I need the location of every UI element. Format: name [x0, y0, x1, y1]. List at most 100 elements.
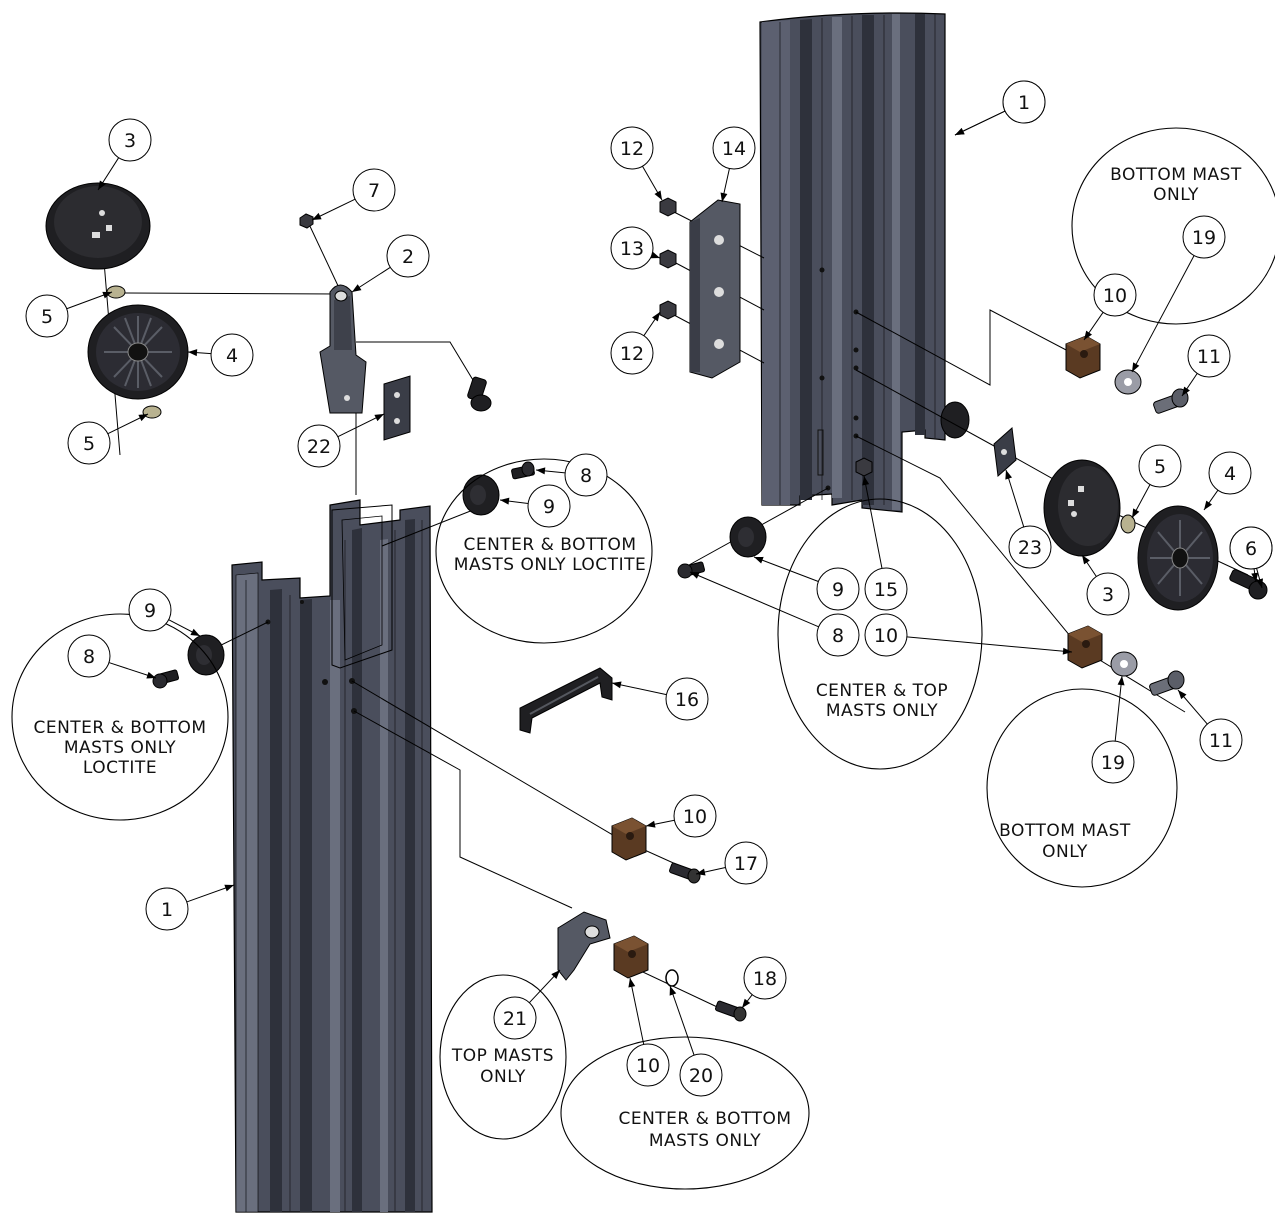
leader-arrowhead	[312, 212, 322, 220]
part-4-pulley-right	[1137, 505, 1219, 611]
leader-line	[753, 556, 819, 582]
balloon-label: 1	[161, 899, 173, 921]
part-21-latch	[557, 911, 611, 981]
left-mast	[231, 499, 433, 1213]
balloon-circle	[816, 567, 860, 611]
part-9-roller-upper	[462, 474, 500, 516]
balloon-circle	[864, 567, 908, 611]
balloon-22: 22	[297, 413, 385, 468]
balloon-circle	[1008, 525, 1052, 569]
balloon-circle	[679, 1053, 723, 1097]
leader-line	[669, 985, 695, 1056]
balloon-11: 11	[1181, 334, 1231, 397]
leader-arrowhead	[955, 127, 965, 135]
balloon-circle	[673, 794, 717, 838]
leader-arrowhead	[188, 349, 198, 357]
part-13-nut	[659, 249, 677, 269]
note-line: BOTTOM MAST	[1110, 165, 1242, 185]
part-11-bolt-lower	[1149, 670, 1185, 696]
part-12-nut-upper	[659, 197, 677, 217]
note-line: LOCTITE	[83, 758, 157, 778]
balloon-4: 4	[1203, 451, 1252, 511]
balloon-circle	[665, 677, 709, 721]
balloon-label: 3	[124, 130, 136, 152]
balloon-label: 9	[543, 496, 555, 518]
balloon-label: 10	[683, 806, 707, 828]
note-line: MASTS ONLY	[649, 1131, 761, 1151]
leader-arrowhead	[1132, 508, 1140, 518]
note-line: CENTER & BOTTOM	[463, 535, 636, 555]
balloon-circle	[67, 634, 111, 678]
balloon-8: 8	[67, 634, 157, 679]
balloon-label: 7	[368, 180, 380, 202]
balloon-2: 2	[351, 234, 430, 293]
leader-arrowhead	[612, 681, 622, 689]
balloon-9: 9	[128, 588, 201, 637]
balloon-20: 20	[669, 985, 723, 1097]
part-5-washer-right	[1120, 514, 1136, 534]
balloon-circle	[352, 168, 396, 212]
part-3-cover-right	[1043, 459, 1121, 557]
leader-line	[1131, 255, 1195, 373]
part-16-handle	[519, 667, 613, 734]
leader-arrowhead	[190, 628, 200, 636]
leader-arrowhead	[146, 671, 156, 679]
leader-arrowhead	[669, 986, 677, 996]
leader-arrowhead	[1062, 647, 1072, 655]
balloon-label: 9	[144, 600, 156, 622]
balloon-11: 11	[1177, 689, 1243, 762]
leader-line	[863, 475, 883, 569]
balloon-label: 21	[503, 1008, 527, 1030]
balloon-circle	[386, 234, 430, 278]
leader-arrowhead	[696, 868, 706, 876]
balloon-12: 12	[610, 311, 661, 375]
balloon-10: 10	[626, 977, 670, 1087]
part-6-bolt-right	[1229, 569, 1268, 600]
note-outlines	[11, 127, 1275, 1190]
balloon-label: 12	[620, 138, 644, 160]
balloon-12: 12	[610, 126, 663, 201]
part-9-roller-right	[729, 516, 767, 558]
balloon-circle	[1002, 80, 1046, 124]
leader-arrowhead	[352, 284, 362, 292]
balloon-label: 15	[874, 579, 898, 601]
balloon-label: 12	[620, 343, 644, 365]
balloon-label: 19	[1101, 752, 1125, 774]
balloon-circle	[610, 331, 654, 375]
leader-arrowhead	[1256, 578, 1263, 588]
balloon-layer: 1234556789891017118211020221611214131210…	[25, 80, 1273, 1097]
balloon-circle	[816, 613, 860, 657]
balloon-18: 18	[741, 956, 787, 1009]
balloon-label: 5	[41, 306, 53, 328]
part-19-washer-lower	[1110, 651, 1138, 677]
balloon-19: 19	[1091, 675, 1135, 784]
note-line: ONLY	[1153, 185, 1199, 205]
balloon-10: 10	[1083, 273, 1137, 341]
part-7-nut	[299, 213, 314, 229]
note-line: CENTER & BOTTOM	[618, 1109, 791, 1129]
balloon-label: 11	[1197, 346, 1221, 368]
leader-arrowhead	[138, 414, 148, 422]
leader-line	[954, 110, 1006, 136]
part-23-plate	[993, 426, 1017, 478]
part-8-screw-left	[152, 669, 180, 689]
balloon-label: 14	[722, 138, 746, 160]
part-11-bolt-upper	[1153, 388, 1189, 414]
balloon-circle	[724, 841, 768, 885]
balloon-label: 20	[689, 1065, 713, 1087]
balloon-8: 8	[535, 453, 608, 497]
balloon-3: 3	[1081, 554, 1130, 616]
leader-arrowhead	[102, 291, 112, 299]
leader-arrowhead	[536, 467, 546, 475]
part-20-washer	[665, 969, 679, 987]
balloon-label: 8	[580, 465, 592, 487]
balloon-label: 10	[636, 1055, 660, 1077]
balloon-label: 10	[1103, 285, 1127, 307]
balloon-label: 4	[226, 345, 238, 367]
leader-arrowhead	[1082, 555, 1090, 565]
